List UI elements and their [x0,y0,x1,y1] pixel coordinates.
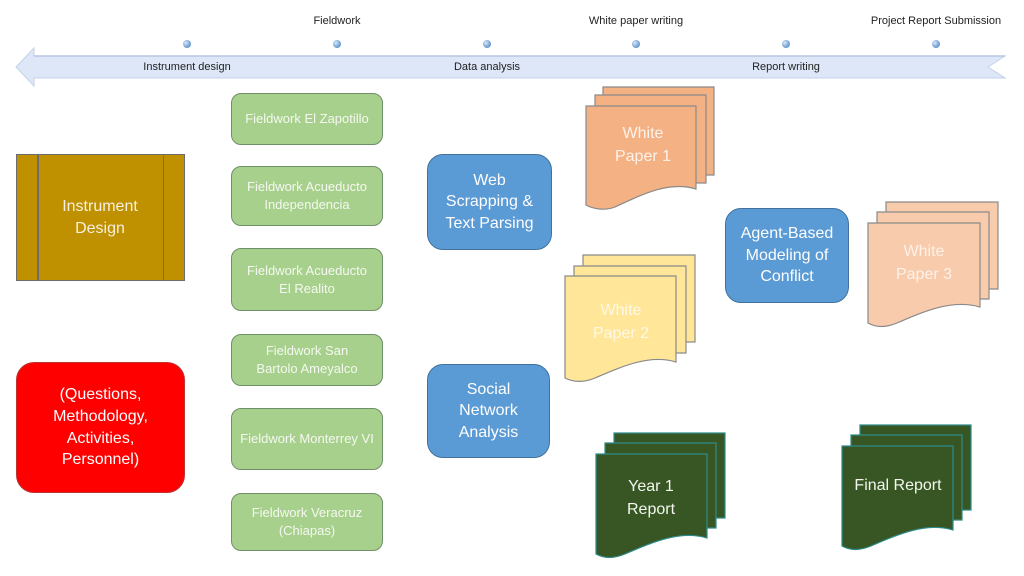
timeline-label-report-writing: Report writing [752,61,820,73]
final-report-label: Final Report [854,477,942,495]
milestone-dot [483,40,491,48]
document-stack-icon [564,254,696,382]
process-bar-left [37,155,39,280]
white-paper-3-label: White Paper 3 [895,242,953,283]
fieldwork-acueducto-el-realito: Fieldwork Acueducto El Realito [231,248,383,311]
fieldwork-monterrey-vi: Fieldwork Monterrey VI [231,408,383,470]
timeline-label-project-report-submission: Project Report Submission [870,15,1002,27]
timeline-arrow [15,46,1007,88]
timeline-band [15,46,1007,88]
year1-report-stack: Year 1 Report [595,432,727,562]
white-paper-2-stack: White Paper 2 [564,254,697,384]
instrument-design-label: Instrument Design [62,197,138,237]
timeline-label-white-paper-writing: White paper writing [588,15,684,27]
fieldwork-el-zapotillo: Fieldwork El Zapotillo [231,93,383,145]
timeline: Fieldwork White paper writing Project Re… [0,0,1024,90]
agent-based-modeling-box: Agent-Based Modeling of Conflict [725,208,849,303]
white-paper-3-stack: White Paper 3 [867,201,1000,329]
timeline-label-data-analysis: Data analysis [453,61,521,73]
process-bar-right [162,155,164,280]
year1-report-label: Year 1 Report [626,477,676,518]
document-stack-icon [585,86,715,210]
document-stack-icon [841,424,972,550]
milestone-dot [782,40,790,48]
milestone-dot [932,40,940,48]
instrument-design-box: Instrument Design [16,154,185,281]
timeline-label-fieldwork: Fieldwork [313,15,361,27]
document-stack-icon [595,432,726,558]
white-paper-1-label: White Paper 1 [614,124,672,165]
design-components-box: (Questions, Methodology, Activities, Per… [16,362,185,493]
milestone-dot [183,40,191,48]
document-stack-icon [867,201,999,327]
milestone-dot [632,40,640,48]
web-scrapping-box: Web Scrapping & Text Parsing [427,154,552,250]
white-paper-2-label: White Paper 2 [592,301,650,342]
social-network-analysis-box: Social Network Analysis [427,364,550,458]
milestone-dot [333,40,341,48]
white-paper-1-stack: White Paper 1 [585,85,717,211]
final-report-stack: Final Report [841,424,973,554]
fieldwork-san-bartolo-ameyalco: Fieldwork San Bartolo Ameyalco [231,334,383,386]
timeline-label-instrument-design: Instrument design [143,61,231,73]
fieldwork-acueducto-independencia: Fieldwork Acueducto Independencia [231,166,383,226]
fieldwork-veracruz-chiapas: Fieldwork Veracruz (Chiapas) [231,493,383,551]
